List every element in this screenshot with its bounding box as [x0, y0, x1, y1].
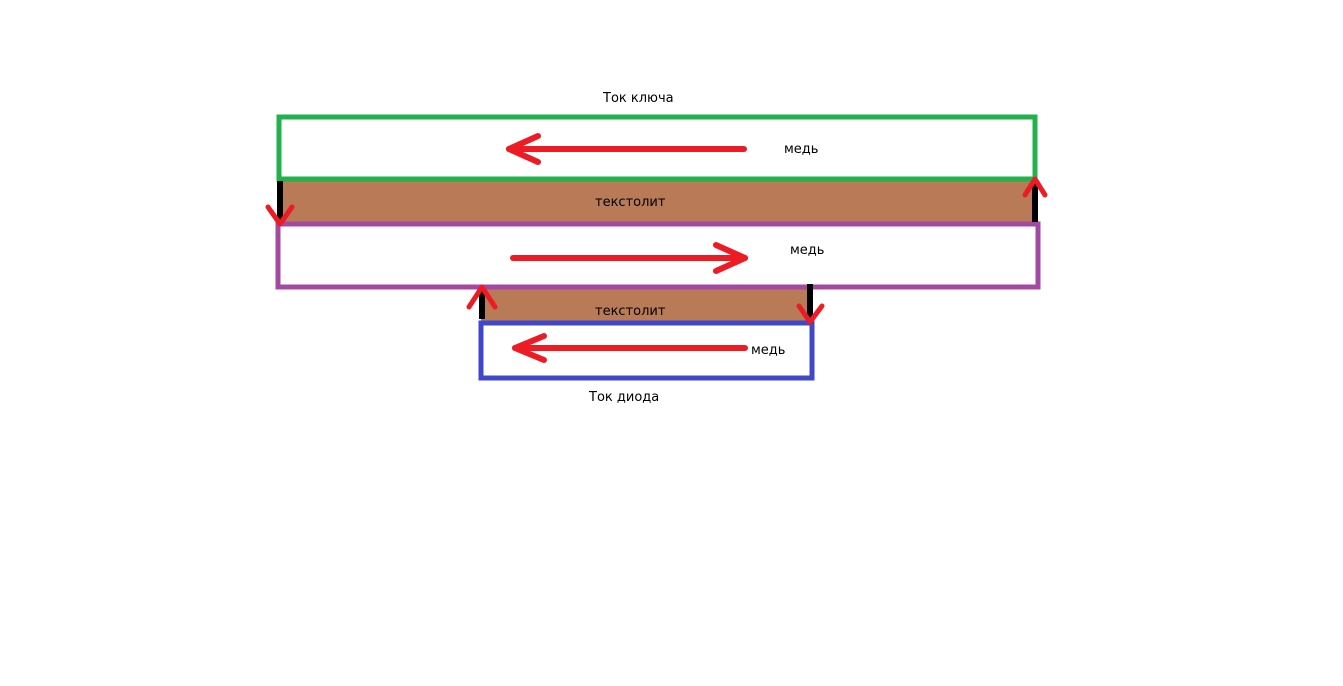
label-copper-middle: медь	[790, 243, 824, 258]
current-arrow-top-left-icon	[506, 133, 747, 165]
current-arrow-middle-right-icon	[510, 242, 748, 274]
textolite-layer-top	[280, 179, 1035, 224]
label-copper-top: медь	[784, 142, 818, 157]
label-copper-bottom: медь	[751, 343, 785, 358]
current-arrow-bottom-left-icon	[512, 333, 748, 363]
label-top-current: Ток ключа	[602, 91, 674, 106]
textolite-layer-bottom	[481, 289, 811, 323]
via-current-down-left-icon	[265, 204, 295, 227]
label-textolite-top: текстолит	[595, 195, 666, 210]
via-current-up-bottom-left-icon	[466, 284, 498, 310]
via-current-down-bottom-right-icon	[796, 303, 825, 325]
via-current-up-right-icon	[1022, 176, 1048, 198]
copper-layer-top	[276, 114, 1038, 182]
label-textolite-bottom: текстолит	[595, 304, 666, 319]
label-bottom-current: Ток диода	[588, 390, 659, 405]
